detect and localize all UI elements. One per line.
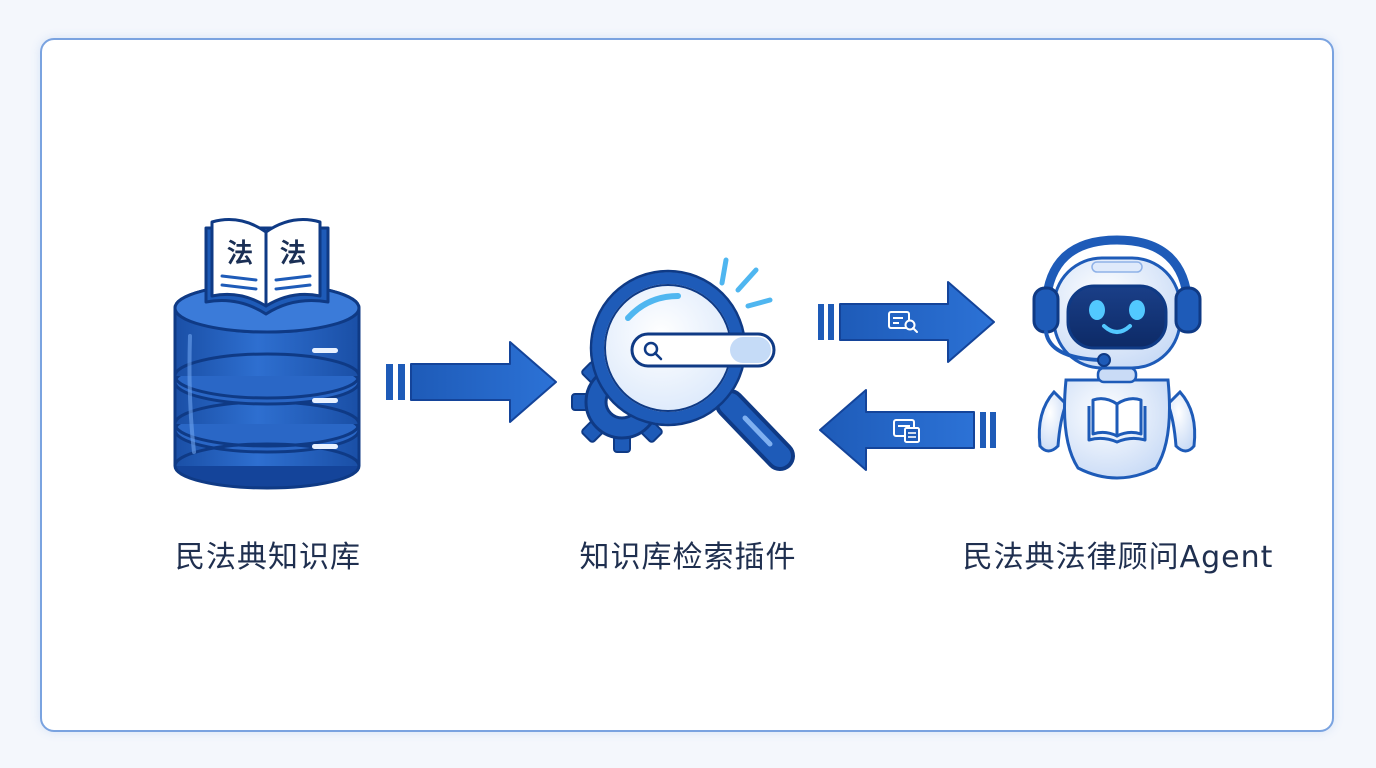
book-glyph-right: 法 (280, 239, 306, 269)
arrow-agent-to-plugin (819, 389, 996, 471)
magnifier-icon (589, 257, 795, 471)
robot-icon (1032, 235, 1202, 480)
plugin-label: 知识库检索插件 (579, 540, 797, 575)
agent-label: 民法典法律顾问Agent (962, 540, 1274, 575)
book-glyph-left: 法 (227, 239, 253, 269)
search-document-icon (888, 311, 918, 333)
knowledge-base-label: 民法典知识库 (175, 540, 361, 575)
arrow-plugin-to-agent (818, 281, 995, 363)
chest-book-icon (1087, 397, 1147, 444)
arrow-kb-to-plugin (386, 341, 557, 423)
reply-document-icon (893, 419, 920, 443)
law-book-icon: 法 法 (204, 218, 330, 316)
